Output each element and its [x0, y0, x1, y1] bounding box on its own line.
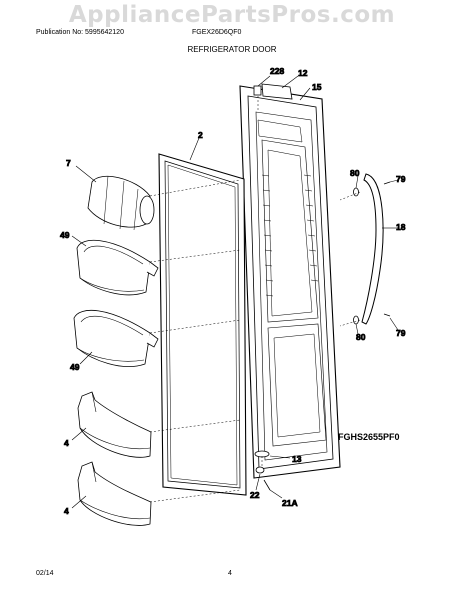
callout-7: 7 — [66, 158, 71, 168]
dairy-door-cylinder — [87, 175, 155, 231]
model-number: FGEX26D6QF0 — [192, 29, 242, 36]
assembly-guide-lines — [149, 96, 361, 503]
hinge-cover — [253, 83, 293, 100]
page-title: REFRIGERATOR DOOR — [187, 45, 277, 54]
callout-22: 22 — [250, 490, 260, 500]
callout-4-lower: 4 — [64, 506, 69, 516]
callout-228: 228 — [270, 66, 284, 76]
watermark: AppliancePartsPros.com — [68, 2, 396, 28]
door-shelf-upper — [77, 391, 152, 458]
callout-21A: 21A — [282, 498, 298, 508]
bottom-hinge-parts — [254, 450, 271, 491]
callout-15: 15 — [312, 82, 322, 92]
door-gasket — [158, 153, 247, 496]
callout-2: 2 — [198, 130, 203, 140]
callout-79-upper: 79 — [396, 174, 406, 184]
door-bin-lower — [73, 309, 159, 367]
page-number: 4 — [228, 570, 232, 577]
callout-18: 18 — [396, 222, 406, 232]
callout-leaders — [71, 75, 399, 509]
door-bin-upper — [76, 239, 159, 296]
callout-79-lower: 79 — [396, 328, 406, 338]
callout-13: 13 — [292, 454, 302, 464]
door-assembly — [239, 85, 341, 479]
callout-80-lower: 80 — [356, 332, 366, 342]
diagram-code: FFFGHS2655PF0 — [327, 432, 400, 442]
door-shelf-lower — [77, 461, 152, 526]
publication-number: Publication No: 5995642120 — [36, 29, 124, 36]
callout-12: 12 — [298, 68, 308, 78]
door-handle — [361, 173, 384, 325]
footer-date: 02/14 — [36, 570, 54, 577]
callout-49-upper: 49 — [60, 230, 70, 240]
callout-80-upper: 80 — [350, 168, 360, 178]
callout-4-upper: 4 — [64, 438, 69, 448]
callout-49-lower: 49 — [70, 362, 80, 372]
